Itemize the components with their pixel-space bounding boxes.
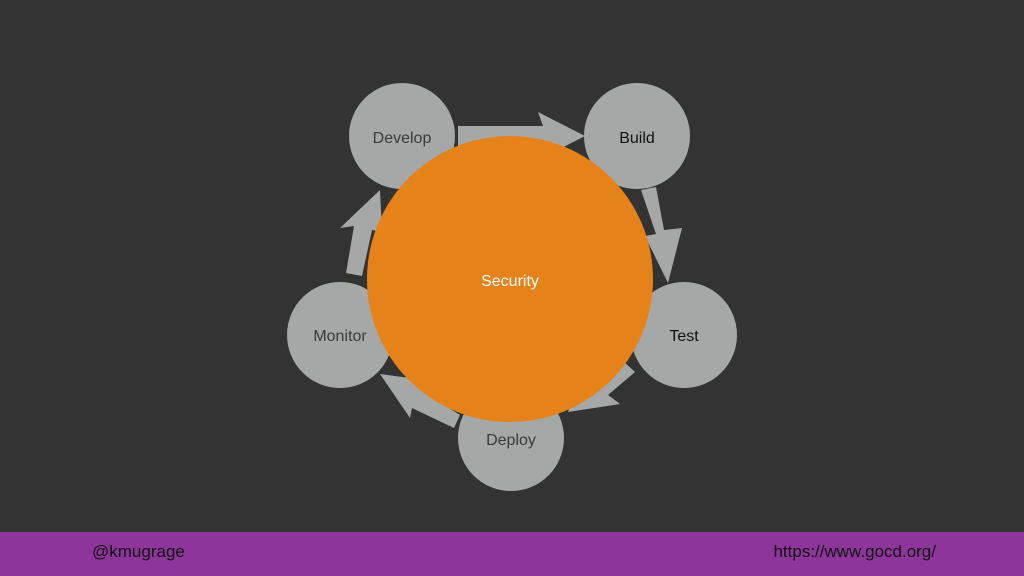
arrow-monitor-to-develop bbox=[340, 190, 382, 276]
stage-monitor-circle bbox=[287, 282, 393, 388]
diagram-labels: Develop Build Test Deploy Monitor Securi… bbox=[313, 130, 699, 449]
arrow-deploy-to-monitor bbox=[380, 374, 460, 428]
stage-test-label: Test bbox=[669, 328, 699, 345]
stage-develop-label: Develop bbox=[373, 130, 432, 147]
stage-circles bbox=[287, 83, 737, 491]
footer-bar: @kmugrage https://www.gocd.org/ bbox=[0, 532, 1024, 576]
security-center-circle bbox=[367, 136, 653, 422]
security-center-label: Security bbox=[481, 273, 539, 290]
website-url[interactable]: https://www.gocd.org/ bbox=[773, 542, 936, 561]
stage-build-circle bbox=[584, 83, 690, 189]
author-handle: @kmugrage bbox=[92, 542, 185, 561]
devsecops-cycle-diagram: Develop Build Test Deploy Monitor Securi… bbox=[287, 83, 737, 491]
stage-test-circle bbox=[631, 282, 737, 388]
stage-monitor-label: Monitor bbox=[313, 328, 367, 345]
stage-build-label: Build bbox=[619, 130, 655, 147]
stage-deploy-label: Deploy bbox=[486, 432, 536, 449]
arrow-build-to-test bbox=[641, 187, 682, 283]
